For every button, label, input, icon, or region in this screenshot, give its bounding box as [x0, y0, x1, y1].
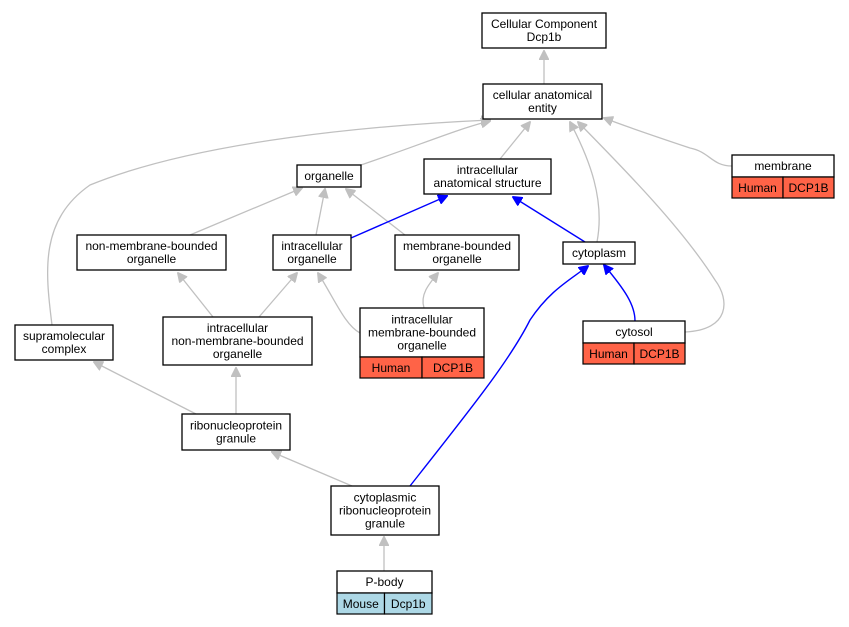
species-label: Human	[372, 361, 411, 375]
node-label-line: ribonucleoprotein	[190, 419, 282, 433]
node-box	[14, 324, 114, 361]
node-box	[330, 485, 440, 536]
node-label-line: organelle	[287, 252, 337, 266]
species-label: Human	[738, 181, 777, 195]
species-label: Human	[589, 347, 628, 361]
edge-intracellular-membrane-bounded-organelle-to-intracellular-organelle	[318, 273, 361, 334]
node-label-line: complex	[42, 342, 87, 356]
node-label-line: organelle	[127, 252, 177, 266]
node-label-line: intracellular	[391, 313, 452, 327]
node-label-line: cytosol	[615, 325, 652, 339]
node-cytoplasm[interactable]: cytoplasm	[562, 241, 636, 265]
node-label-line: intracellular	[207, 321, 268, 335]
node-label-line: organelle	[432, 252, 482, 266]
gene-label: Dcp1b	[391, 597, 426, 611]
edge-cytosol-to-cellular-anatomical-entity	[578, 122, 725, 333]
node-label-line: organelle	[397, 339, 447, 353]
node-label-line: organelle	[213, 347, 263, 361]
node-label-line: Cellular Component	[491, 17, 598, 31]
edge-intracellular-non-membrane-bounded-organelle-to-non-membrane-bounded-organelle	[178, 273, 214, 318]
edge-cytoplasm-to-intracellular-anatomical-structure	[513, 197, 586, 243]
node-intracellular-membrane-bounded-organelle[interactable]: intracellularmembrane-boundedorganelleHu…	[359, 307, 485, 379]
node-label-line: granule	[216, 432, 256, 446]
node-label-line: membrane	[754, 159, 812, 173]
node-box	[562, 241, 636, 265]
node-box	[482, 83, 603, 120]
node-label-line: membrane-bounded	[403, 239, 511, 253]
edge-intracellular-non-membrane-bounded-organelle-to-intracellular-organelle	[258, 273, 297, 318]
node-label-line: granule	[365, 517, 405, 531]
edge-ribonucleoprotein-granule-to-supramolecular-complex	[94, 362, 197, 415]
edge-non-membrane-bounded-organelle-to-organelle	[189, 188, 302, 236]
edges-layer	[47, 51, 733, 571]
human-annotation-cell	[633, 342, 686, 365]
node-box	[359, 307, 485, 358]
node-box	[481, 12, 607, 49]
edge-intracellular-membrane-bounded-organelle-to-membrane-bounded-organelle	[422, 273, 438, 309]
node-intracellular-non-membrane-bounded-organelle[interactable]: intracellularnon-membrane-boundedorganel…	[162, 316, 313, 366]
node-box	[76, 234, 227, 271]
node-label-line: cellular anatomical	[493, 88, 592, 102]
node-label-line: non-membrane-bounded	[171, 334, 303, 348]
node-label-line: Dcp1b	[527, 30, 562, 44]
node-label-line: membrane-bounded	[368, 326, 476, 340]
edge-intracellular-organelle-to-intracellular-anatomical-structure	[350, 196, 447, 239]
node-box	[272, 234, 352, 271]
species-label: Mouse	[343, 597, 379, 611]
node-label-line: P-body	[365, 575, 403, 589]
node-label-line: cytoplasmic	[354, 491, 417, 505]
node-label-line: entity	[528, 101, 557, 115]
node-box	[296, 164, 362, 188]
node-label-line: organelle	[304, 169, 354, 183]
edge-intracellular-organelle-to-organelle	[315, 189, 325, 236]
node-label-line: non-membrane-bounded	[85, 239, 217, 253]
node-box	[394, 234, 520, 271]
node-label-line: anatomical structure	[433, 176, 541, 190]
node-box	[423, 158, 552, 195]
gene-label: DCP1B	[639, 347, 679, 361]
human-annotation-cell	[421, 356, 485, 379]
node-label-line: ribonucleoprotein	[339, 504, 431, 518]
edge-organelle-to-cellular-anatomical-entity	[357, 121, 490, 167]
human-annotation-cell	[782, 176, 835, 199]
edge-supramolecular-complex-to-cellular-anatomical-entity	[47, 120, 490, 326]
node-organelle[interactable]: organelle	[296, 164, 362, 188]
edge-cytosol-to-cytoplasm	[604, 265, 636, 322]
gene-label: DCP1B	[433, 361, 473, 375]
gene-label: DCP1B	[788, 181, 828, 195]
edge-cytoplasmic-ribonucleoprotein-granule-to-cytoplasm	[409, 266, 588, 487]
edge-membrane-bounded-organelle-to-organelle	[346, 189, 406, 236]
node-box	[181, 413, 291, 451]
node-label-line: cytoplasm	[572, 246, 626, 260]
node-label-line: intracellular	[281, 239, 342, 253]
edge-membrane-to-cellular-anatomical-entity	[604, 118, 733, 167]
edge-intracellular-anatomical-structure-to-cellular-anatomical-entity	[499, 122, 530, 160]
node-label-line: intracellular	[457, 163, 518, 177]
edge-cytoplasmic-ribonucleoprotein-granule-to-ribonucleoprotein-granule	[272, 452, 353, 487]
edge-cytoplasm-to-cellular-anatomical-entity	[570, 122, 600, 243]
node-box	[162, 316, 313, 366]
mouse-annotation-cell	[383, 592, 433, 615]
node-label-line: supramolecular	[23, 329, 105, 343]
